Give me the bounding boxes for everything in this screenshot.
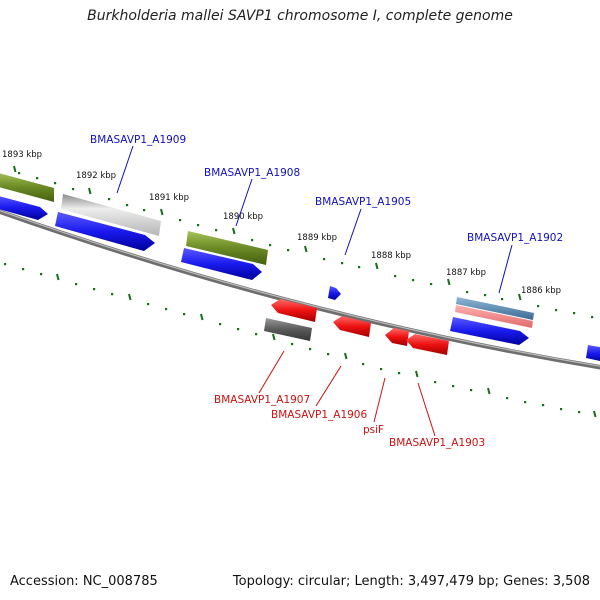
forward-gene-arrow	[0, 196, 48, 220]
reverse-gene-arrow	[385, 328, 409, 346]
tick-label: 1889 kbp	[297, 233, 337, 243]
forward-strand-track	[0, 196, 600, 361]
gene-label: BMASAVP1_A1908	[204, 167, 300, 179]
reverse-gene-arrow	[406, 334, 449, 355]
accession-text: Accession: NC_008785	[10, 574, 158, 589]
tick-label: 1886 kbp	[521, 286, 561, 296]
genome-info-text: Topology: circular; Length: 3,497,479 bp…	[232, 574, 590, 589]
gene-label: BMASAVP1_A1909	[90, 134, 186, 146]
gene-label: BMASAVP1_A1905	[315, 196, 411, 208]
cog-feature-green	[0, 173, 54, 202]
cog-feature-gray	[61, 194, 161, 236]
forward-gene-arrow	[450, 317, 529, 345]
backbone-arc	[0, 209, 600, 370]
map-title: Burkholderia mallei SAVP1 chromosome I, …	[87, 8, 513, 24]
tick-label: 1892 kbp	[76, 171, 116, 181]
tick-label: 1891 kbp	[149, 193, 189, 203]
forward-gene-arrow	[181, 248, 262, 280]
tick-label: 1887 kbp	[446, 268, 486, 278]
tick-label: 1890 kbp	[223, 212, 263, 222]
label-leaders-lower	[258, 350, 436, 437]
backbone-highlight	[0, 210, 600, 367]
gene-label: BMASAVP1_A1906	[271, 409, 367, 421]
gene-label: BMASAVP1_A1903	[389, 437, 485, 449]
reverse-gene-arrow	[333, 316, 371, 337]
lower-major-ticks	[56, 273, 597, 418]
cog-feature-green	[186, 231, 268, 265]
upper-major-ticks	[13, 165, 522, 301]
forward-gene-arrow	[55, 212, 155, 251]
cog-feature-steel	[456, 297, 534, 320]
gene-label: BMASAVP1_A1907	[214, 394, 310, 406]
reverse-gene-arrow	[271, 299, 317, 322]
cog-feature-track	[0, 173, 534, 341]
forward-gene-arrow	[586, 345, 600, 361]
tick-label: 1893 kbp	[2, 150, 42, 160]
gene-label: psiF	[363, 424, 384, 436]
gene-label: BMASAVP1_A1902	[467, 232, 563, 244]
cog-feature-pink	[455, 305, 533, 328]
lower-tick-ring	[4, 263, 581, 414]
forward-gene-arrow	[328, 286, 341, 300]
reverse-strand-track	[271, 299, 449, 355]
tick-label: 1888 kbp	[371, 251, 411, 261]
cog-feature-dark	[264, 318, 312, 341]
label-leaders-upper	[116, 145, 513, 294]
upper-tick-ring	[18, 172, 594, 319]
